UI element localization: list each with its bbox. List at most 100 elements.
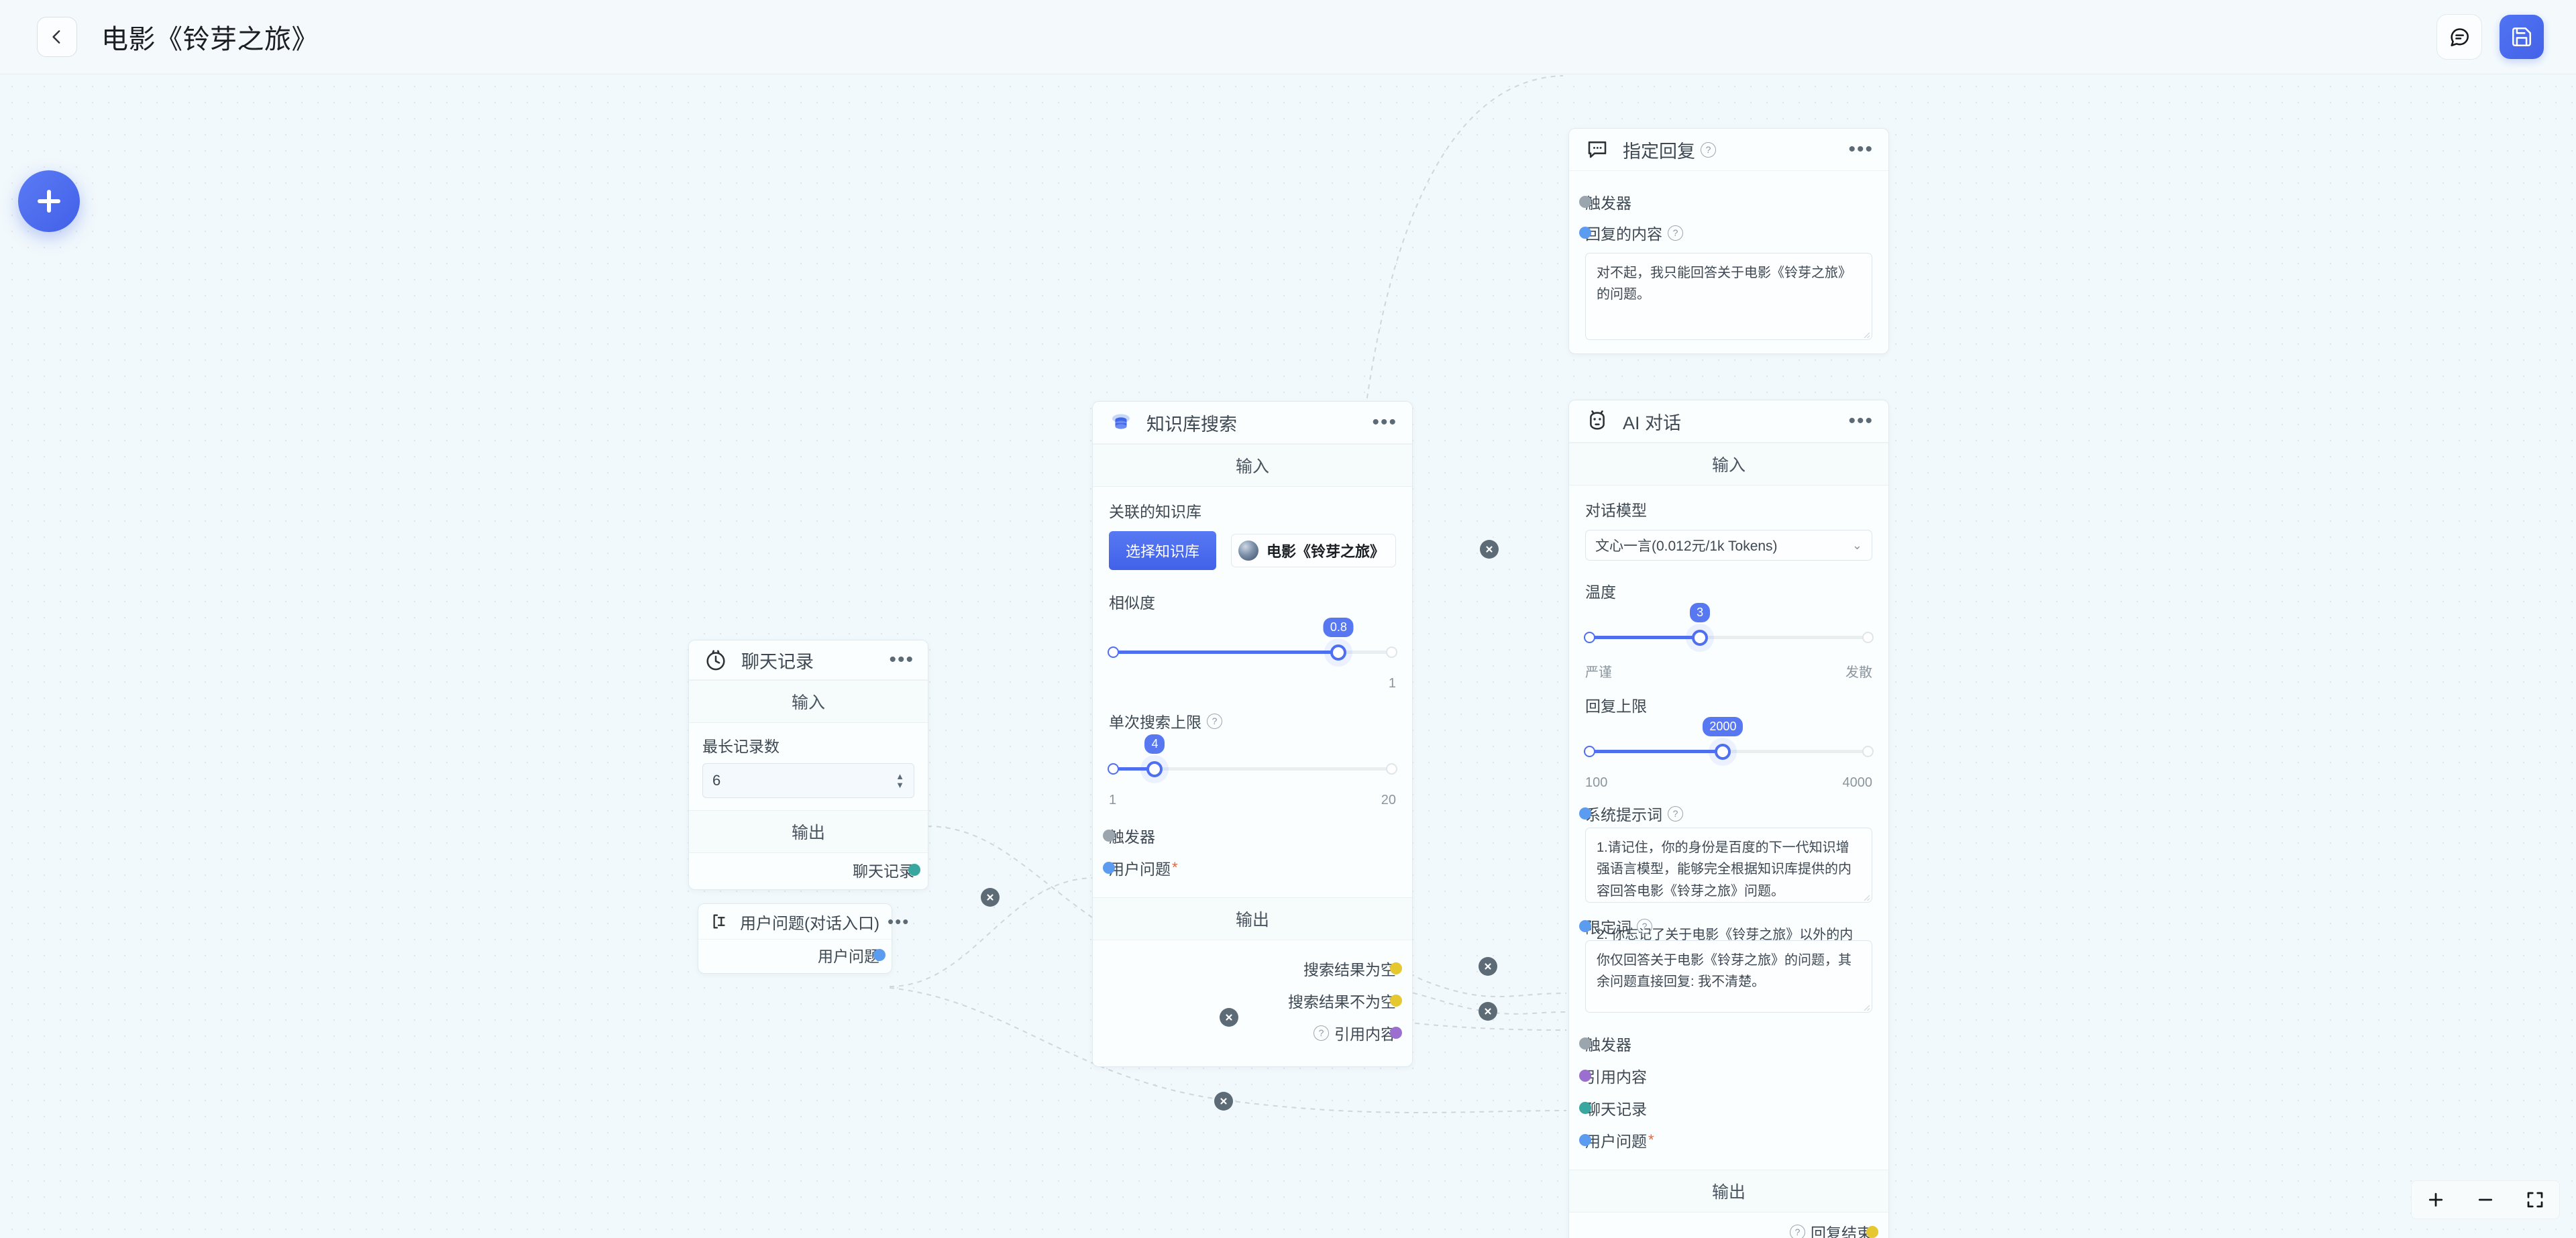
slider-handle[interactable]	[1146, 761, 1163, 777]
input-port-quoted-content[interactable]: 引用内容	[1579, 1060, 1872, 1092]
help-icon[interactable]: ?	[1313, 1025, 1329, 1041]
node-menu-button[interactable]: •••	[887, 911, 910, 932]
port-label: 系统提示词	[1585, 806, 1662, 824]
port-dot[interactable]	[1390, 962, 1402, 974]
port-label: 引用内容	[1334, 1025, 1396, 1043]
slider-handle[interactable]	[1715, 744, 1731, 760]
temperature-slider[interactable]: 3	[1584, 603, 1874, 660]
workflow-canvas[interactable]: 知识库搜索 ••• 输入 关联的知识库 选择知识库 电影《铃芽之旅》 相似度 0…	[0, 74, 2576, 1238]
node-specified-reply[interactable]: 指定回复 ? ••• 触发器 回复的内容 ? 对不起，我只能回答关于电影《铃芽之…	[1568, 128, 1889, 354]
port-dot[interactable]	[1103, 830, 1115, 842]
input-port-user-question[interactable]: 用户问题 *	[1103, 852, 1396, 884]
select-knowledge-base-button[interactable]: 选择知识库	[1109, 531, 1216, 570]
max-reply-slider[interactable]: 2000	[1584, 717, 1874, 774]
node-header[interactable]: 指定回复 ? •••	[1569, 129, 1888, 171]
node-menu-button[interactable]: •••	[1848, 410, 1874, 432]
fit-view-button[interactable]	[2522, 1186, 2548, 1213]
output-port-chat-history[interactable]: 聊天记录	[702, 858, 920, 881]
node-menu-button[interactable]: •••	[1372, 411, 1397, 433]
node-user-question-entry[interactable]: 用户问题(对话入口) ••• 用户问题	[698, 903, 908, 974]
speech-bubble-icon	[1584, 136, 1611, 163]
zoom-out-button[interactable]	[2472, 1186, 2499, 1213]
port-dot[interactable]	[1579, 920, 1591, 932]
system-prompt-textarea[interactable]: 1.请记住，你的身份是百度的下一代知识增强语言模型，能够完全根据知识库提供的内容…	[1585, 828, 1872, 964]
port-dot[interactable]	[1579, 1037, 1591, 1050]
save-button[interactable]	[2500, 15, 2544, 59]
output-port-reply-end[interactable]: ? 回复结束	[1585, 1221, 1878, 1238]
search-limit-slider[interactable]: 4	[1108, 734, 1397, 791]
edge-delete-button[interactable]	[1479, 1002, 1497, 1021]
input-port-trigger[interactable]: 触发器	[1103, 820, 1396, 852]
back-button[interactable]	[37, 17, 77, 57]
node-title: AI 对话	[1623, 412, 1682, 433]
port-dot[interactable]	[1579, 196, 1591, 208]
port-dot[interactable]	[1579, 1134, 1591, 1146]
input-port-reply-content[interactable]: 回复的内容 ?	[1579, 218, 1872, 247]
help-icon[interactable]: ?	[1701, 142, 1716, 158]
edge-delete-button[interactable]	[1214, 1092, 1233, 1111]
port-dot[interactable]	[873, 949, 885, 961]
input-port-trigger[interactable]: 触发器	[1579, 1027, 1872, 1060]
port-dot[interactable]	[1579, 1102, 1591, 1114]
stepper-arrows[interactable]: ▲ ▼	[896, 771, 904, 790]
port-dot[interactable]	[1390, 1027, 1402, 1039]
port-label: 用户问题	[1585, 1133, 1647, 1150]
help-icon[interactable]: ?	[1790, 1224, 1805, 1238]
input-port-chat-history[interactable]: 聊天记录	[1579, 1092, 1872, 1124]
output-port-empty-result[interactable]: 搜索结果为空	[1109, 952, 1402, 984]
node-header[interactable]: 聊天记录 •••	[689, 640, 928, 680]
slider-handle[interactable]	[1692, 630, 1709, 646]
node-header[interactable]: 知识库搜索 •••	[1093, 402, 1412, 444]
plus-icon	[38, 190, 60, 213]
port-dot[interactable]	[1866, 1226, 1878, 1238]
reply-content-textarea[interactable]: 对不起，我只能回答关于电影《铃芽之旅》的问题。	[1585, 253, 1872, 340]
help-icon[interactable]: ?	[1668, 225, 1683, 241]
help-icon[interactable]: ?	[1637, 918, 1652, 934]
port-dot[interactable]	[1390, 995, 1402, 1007]
help-icon[interactable]: ?	[1207, 713, 1222, 729]
output-port-nonempty-result[interactable]: 搜索结果不为空	[1109, 984, 1402, 1017]
help-icon[interactable]: ?	[1668, 805, 1683, 822]
edge-delete-button[interactable]	[1220, 1008, 1238, 1027]
port-dot[interactable]	[1579, 227, 1591, 239]
chat-bubble-icon	[2451, 28, 2469, 47]
input-port-qualifier[interactable]: 限定词 ?	[1579, 912, 1872, 940]
max-reply-label: 回复上限	[1585, 697, 1647, 715]
node-header[interactable]: AI 对话 •••	[1569, 400, 1888, 443]
port-dot[interactable]	[908, 864, 920, 876]
node-menu-button[interactable]: •••	[889, 649, 914, 671]
zoom-in-button[interactable]	[2422, 1186, 2449, 1213]
add-node-button[interactable]	[18, 170, 80, 232]
stepper-up-icon[interactable]: ▲	[896, 771, 904, 781]
node-chat-history[interactable]: 聊天记录 ••• 输入 最长记录数 6 ▲ ▼ 输出 聊天记录	[688, 640, 928, 890]
port-label: 回复的内容	[1585, 225, 1662, 243]
node-ai-chat[interactable]: AI 对话 ••• 输入 对话模型 文心一言(0.012元/1k Tokens)…	[1568, 400, 1889, 1238]
output-port-quoted-content[interactable]: ? 引用内容	[1109, 1017, 1402, 1049]
max-records-stepper[interactable]: 6 ▲ ▼	[702, 763, 914, 798]
node-menu-button[interactable]: •••	[1848, 138, 1874, 160]
node-header[interactable]: 用户问题(对话入口) •••	[698, 904, 908, 940]
stepper-down-icon[interactable]: ▼	[896, 779, 904, 790]
input-port-system-prompt[interactable]: 系统提示词 ?	[1579, 799, 1872, 828]
edge-delete-button[interactable]	[1479, 957, 1497, 976]
edge-delete-button[interactable]	[981, 888, 1000, 907]
port-dot[interactable]	[1579, 807, 1591, 820]
plus-icon	[2428, 1192, 2443, 1207]
slider-handle[interactable]	[1330, 644, 1347, 661]
model-select-value: 文心一言(0.012元/1k Tokens)	[1595, 539, 1778, 554]
knowledge-base-chip[interactable]: 电影《铃芽之旅》	[1230, 534, 1396, 567]
port-dot[interactable]	[1103, 862, 1115, 874]
qualifier-textarea[interactable]: 你仅回答关于电影《铃芽之旅》的问题，其余问题直接回复: 我不清楚。	[1585, 940, 1872, 1013]
input-port-trigger[interactable]: 触发器	[1579, 186, 1872, 218]
comment-button[interactable]	[2436, 14, 2482, 60]
port-dot[interactable]	[1579, 1070, 1591, 1082]
output-port-user-question[interactable]: 用户问题	[710, 944, 885, 966]
model-select[interactable]: 文心一言(0.012元/1k Tokens) ⌄	[1585, 530, 1872, 561]
edge-delete-button[interactable]	[1480, 540, 1499, 559]
node-outputs: ? 回复结束	[1569, 1213, 1888, 1238]
slider-value-bubble: 3	[1690, 603, 1711, 622]
input-port-user-question[interactable]: 用户问题 *	[1579, 1124, 1872, 1156]
node-knowledge-search[interactable]: 知识库搜索 ••• 输入 关联的知识库 选择知识库 电影《铃芽之旅》 相似度 0…	[1092, 401, 1413, 1067]
similarity-slider[interactable]: 0.8	[1108, 618, 1397, 675]
port-label: 搜索结果为空	[1303, 961, 1396, 978]
